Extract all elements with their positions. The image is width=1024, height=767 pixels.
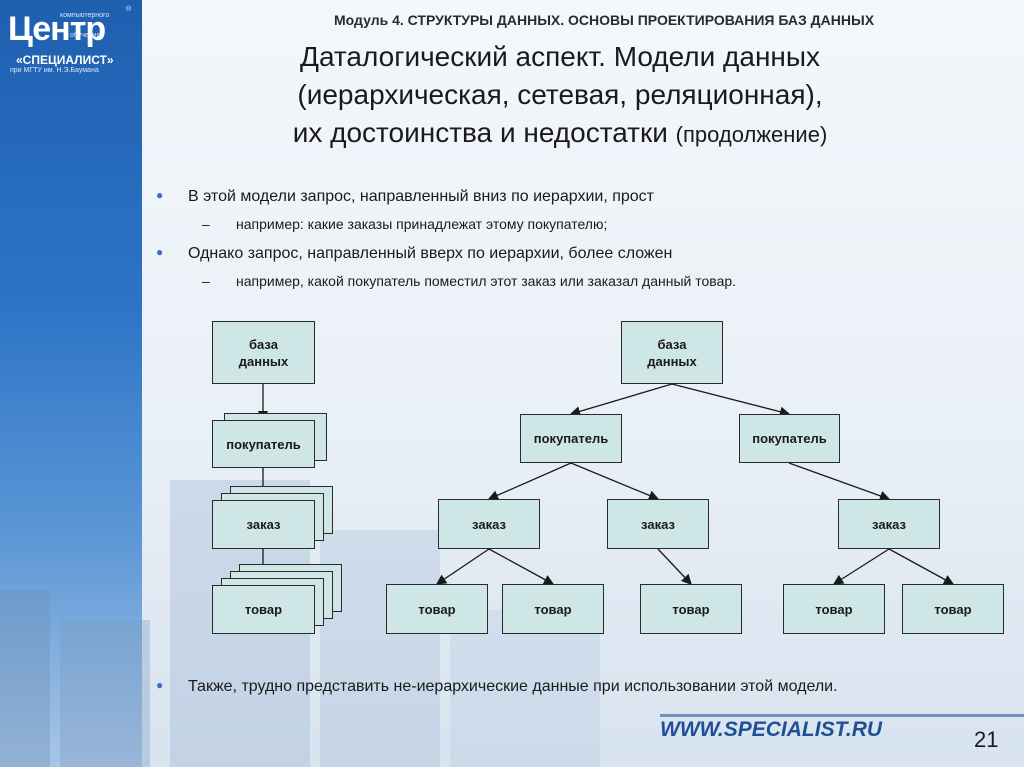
- node-order-3: заказ: [838, 499, 940, 549]
- title-line-3-main: их достоинства и недостатки: [292, 117, 668, 148]
- bullet-1: ● В этой модели запрос, направленный вни…: [156, 188, 654, 206]
- title-line-3-small: (продолжение): [675, 122, 828, 147]
- bullet-2-sub-text: например, какой покупатель поместил этот…: [236, 273, 737, 289]
- node-product-4: товар: [783, 584, 885, 634]
- node-product-1: товар: [386, 584, 488, 634]
- footer-divider: [660, 714, 1024, 717]
- logo-text-obucheniya: обучения: [70, 32, 101, 39]
- bullet-3-text: Также, трудно представить не-иерархическ…: [188, 678, 838, 695]
- bullet-1-sub: – например: какие заказы принадлежат это…: [202, 216, 608, 232]
- node-customer-1: покупатель: [520, 414, 622, 463]
- node-product-3: товар: [640, 584, 742, 634]
- bullet-dot: ●: [156, 188, 164, 202]
- left-blue-bar: [0, 0, 142, 767]
- slide-title: Даталогический аспект. Модели данных (ие…: [170, 38, 950, 154]
- logo-text-small: компьютерного: [60, 12, 110, 19]
- title-line-2: (иерархическая, сетевая, реляционная),: [297, 79, 823, 110]
- title-line-3: их достоинства и недостатки (продолжение…: [170, 114, 950, 154]
- node-order-2: заказ: [607, 499, 709, 549]
- logo-name: «СПЕЦИАЛИСТ»: [16, 53, 114, 67]
- dash: –: [202, 216, 210, 232]
- footer-url: WWW.SPECIALIST.RU: [660, 718, 883, 741]
- bullet-2-sub: – например, какой покупатель поместил эт…: [202, 273, 737, 289]
- logo: компьютерного Центр обучения ® «СПЕЦИАЛИ…: [0, 0, 142, 78]
- node-order-1: заказ: [438, 499, 540, 549]
- logo-text-big: Центр: [8, 10, 106, 48]
- node-product-5: товар: [902, 584, 1004, 634]
- bullet-dot: ●: [156, 245, 164, 259]
- bullet-3: ● Также, трудно представить не-иерархиче…: [156, 678, 838, 696]
- bullet-2-text: Однако запрос, направленный вверх по иер…: [188, 245, 673, 262]
- bullet-1-sub-text: например: какие заказы принадлежат этому…: [236, 216, 608, 232]
- node-customer-left: покупатель: [212, 420, 315, 468]
- bullet-dot: ●: [156, 678, 164, 692]
- node-order-left: заказ: [212, 500, 315, 549]
- bullet-1-text: В этой модели запрос, направленный вниз …: [188, 188, 654, 205]
- logo-subtitle: при МГТУ им. Н.Э.Баумана: [10, 67, 99, 74]
- page-number: 21: [974, 727, 999, 752]
- module-header: Модуль 4. СТРУКТУРЫ ДАННЫХ. ОСНОВЫ ПРОЕК…: [334, 12, 875, 28]
- node-customer-2: покупатель: [739, 414, 840, 463]
- bullet-2: ● Однако запрос, направленный вверх по и…: [156, 245, 673, 263]
- logo-reg-mark: ®: [126, 6, 132, 13]
- node-product-left: товар: [212, 585, 315, 634]
- title-line-1: Даталогический аспект. Модели данных: [300, 41, 820, 72]
- dash: –: [202, 273, 210, 289]
- node-product-2: товар: [502, 584, 604, 634]
